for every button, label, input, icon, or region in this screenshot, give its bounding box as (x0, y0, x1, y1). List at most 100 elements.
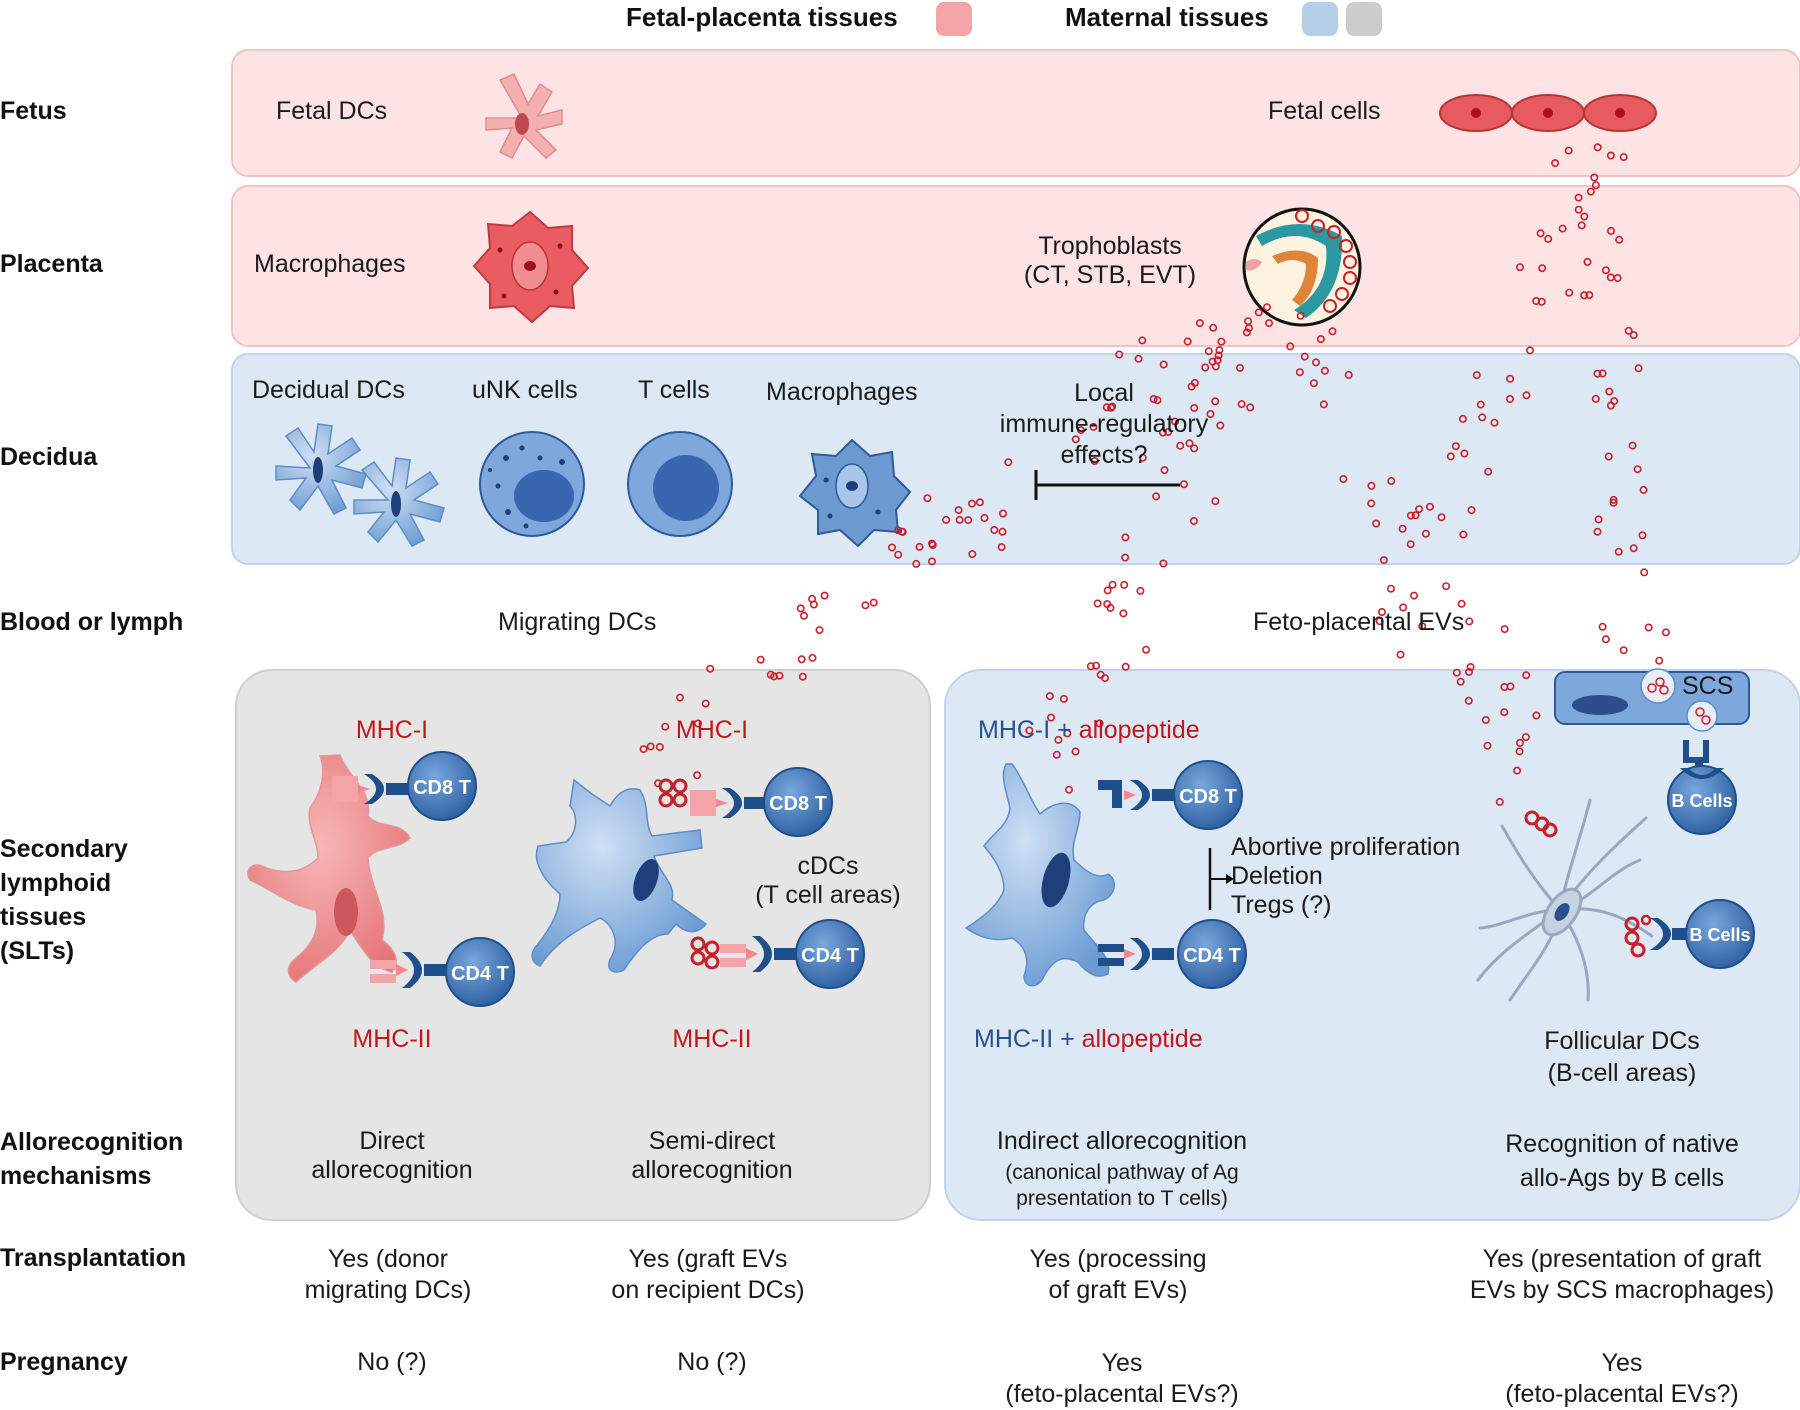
ev-particle (1152, 492, 1161, 501)
ev-particle (1164, 427, 1173, 436)
decidual-dc-icon (275, 423, 445, 547)
row-label-slt: Secondary lymphoid tissues (SLTs) (0, 835, 128, 965)
ev-particle (1265, 319, 1274, 328)
ev-particle (701, 699, 710, 708)
trophoblasts-label: Trophoblasts (CT, STB, EVT) (1023, 232, 1197, 289)
ev-particle (1506, 374, 1515, 383)
ev-particle (1629, 331, 1638, 340)
ev-particle (1606, 401, 1615, 410)
ev-particle (1586, 187, 1595, 196)
ev-particle (1640, 568, 1649, 577)
ev-particles (639, 143, 1670, 838)
ev-particle (1159, 559, 1168, 568)
ev-particle (1319, 400, 1328, 409)
ev-particle (923, 494, 932, 503)
ev-particle (1551, 159, 1560, 168)
ev-particle (1466, 662, 1475, 671)
decidual-t-cell-icon (627, 431, 733, 537)
cd4-label-3: CD4 T (1183, 945, 1241, 967)
ev-particle (675, 693, 684, 702)
ev-particle (1047, 713, 1056, 722)
ev-particle (1606, 151, 1615, 160)
ev-particle (693, 719, 702, 728)
legend-fetal-label: Fetal-placenta tissues (626, 2, 898, 32)
ev-particle (869, 598, 878, 607)
ev-particle (1399, 603, 1408, 612)
ev-particle (1536, 229, 1545, 238)
ev-particle (1538, 264, 1547, 273)
ev-particle (1093, 599, 1102, 608)
ev-particle (967, 499, 976, 508)
ev-particle (775, 671, 784, 680)
ev-particle (1295, 368, 1304, 377)
ev-particle (1107, 403, 1116, 412)
ev-particle (861, 601, 870, 610)
ev-particle (1159, 360, 1168, 369)
ev-particle (1481, 715, 1490, 724)
ev-particle (1634, 364, 1643, 373)
row-label-pregnancy: Pregnancy (0, 1348, 128, 1376)
ev-particle (1134, 354, 1143, 363)
ev-particle (706, 664, 715, 673)
row-label-fetus: Fetus (0, 97, 67, 125)
ev-particle (1583, 257, 1592, 266)
ev-particle (1593, 143, 1602, 152)
ev-particle (1411, 511, 1420, 520)
ev-particle (1187, 382, 1196, 391)
ev-particle (1004, 458, 1013, 467)
follicular-dc-icon (1476, 798, 1654, 1002)
cd8-t-cell-semidirect: CD8 T (658, 767, 833, 837)
ev-particle (1378, 607, 1387, 616)
ev-particle (1521, 733, 1530, 742)
ev-particle (654, 779, 663, 788)
ev-particle (798, 672, 807, 681)
ev-particle (1103, 586, 1112, 595)
placental-macrophage-icon (472, 210, 590, 324)
ev-particle (1339, 474, 1348, 483)
recipient-cdc-icon (531, 778, 708, 973)
ev-particle (766, 670, 775, 679)
ev-particle (1190, 444, 1199, 453)
ev-particle (1286, 342, 1295, 351)
ev-particle (1328, 327, 1337, 336)
ev-particle (1591, 181, 1600, 190)
ev-particle (1452, 668, 1461, 677)
ev-particle (1655, 656, 1664, 665)
indirect-mhc1-prefix: MHC-I + (978, 716, 1079, 744)
ev-particle (756, 655, 765, 664)
ev-particle (1629, 544, 1638, 553)
ev-particle (1160, 466, 1169, 475)
ev-particle (998, 509, 1007, 518)
legend-fetal-swatch (936, 2, 972, 36)
cd4-t-cell-semidirect: CD4 T (690, 919, 865, 989)
ev-particle (1639, 485, 1648, 494)
ev-particle (1516, 738, 1525, 747)
ev-particle (1574, 193, 1583, 202)
ev-particle (1171, 417, 1180, 426)
ev-particle (808, 653, 817, 662)
fetoplacental-evs-label: Feto-placental EVs (1253, 608, 1465, 636)
scs-macrophage-icon (1554, 668, 1750, 772)
ev-particle (1254, 308, 1263, 317)
cd4-t-cell-indirect: CD4 T (1098, 919, 1247, 989)
ev-particle (1176, 441, 1185, 450)
legend-maternal-swatch-grey (1346, 2, 1382, 36)
ev-particle (655, 742, 664, 751)
indirect-mhc2-allopeptide: allopeptide (1081, 1025, 1203, 1053)
scs-label: SCS (1682, 672, 1734, 700)
ev-particle (797, 655, 806, 664)
ev-particle (1506, 394, 1515, 403)
trophoblast-villus-icon (1242, 207, 1362, 327)
ev-particle (1387, 476, 1396, 485)
indirect-mhc1-label: MHC-I + allopeptide (978, 716, 1200, 745)
ev-particle (1446, 452, 1455, 461)
transplant-direct: Yes (donor migrating DCs) (304, 1245, 472, 1304)
ev-particle (1442, 582, 1451, 591)
ev-particle (1478, 413, 1487, 422)
ev-particle (894, 526, 903, 535)
ev-particle (968, 550, 977, 559)
ev-particle (1607, 226, 1616, 235)
direct-mhc1-label: MHC-I (355, 716, 429, 744)
ev-particle (1451, 442, 1460, 451)
ev-particle (1208, 357, 1217, 366)
